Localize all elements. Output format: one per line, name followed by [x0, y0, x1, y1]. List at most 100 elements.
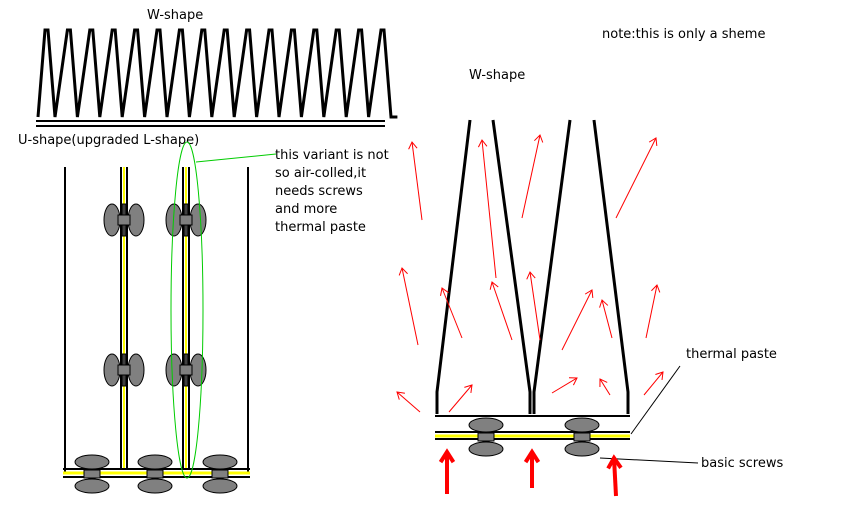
- screw: [137, 454, 173, 494]
- w-shape-top-label: W-shape: [147, 8, 203, 23]
- airflow-arrow: [489, 281, 513, 341]
- screw: [564, 417, 600, 457]
- airflow-arrow-shaft: [441, 287, 463, 339]
- screw-washer: [211, 469, 229, 479]
- airflow-arrow-head: [599, 299, 609, 308]
- variant-note-line: and more: [275, 202, 337, 217]
- airflow-arrow-head: [464, 384, 473, 393]
- w-shape-comb: [36, 28, 398, 127]
- airflow-arrow-shaft: [411, 141, 423, 221]
- screw: [202, 454, 238, 494]
- heat-input-arrow: [523, 448, 541, 488]
- airflow-arrow-head: [655, 371, 664, 380]
- w-fin-outline: [491, 119, 532, 414]
- highlight-pointer: [195, 153, 277, 163]
- screw-head: [564, 417, 600, 433]
- screw-washer: [179, 364, 193, 376]
- airflow-arrow-shaft: [481, 139, 497, 279]
- variant-note-line: needs screws: [275, 184, 363, 199]
- w-fin-outline: [532, 119, 572, 414]
- screw: [165, 353, 207, 387]
- screw-nut: [468, 441, 504, 457]
- comb-fins: [36, 28, 398, 119]
- airflow-arrow: [396, 391, 421, 413]
- airflow-arrow: [408, 141, 423, 221]
- w-shape-right-label: W-shape: [469, 68, 525, 83]
- airflow-arrow-shaft: [529, 271, 541, 341]
- u-shape-label: U-shape(upgraded L-shape): [18, 133, 199, 148]
- screw-washer: [146, 469, 164, 479]
- airflow-arrow-shaft: [601, 299, 613, 339]
- airflow-arrow-head: [599, 378, 608, 388]
- airflow-arrows: [396, 134, 664, 497]
- airflow-arrow: [643, 371, 664, 396]
- airflow-arrow: [526, 271, 541, 341]
- screw-nut: [74, 478, 110, 494]
- w-fin-outline: [592, 119, 630, 414]
- screw-head: [74, 454, 110, 470]
- airflow-arrow: [477, 139, 497, 279]
- screw-washer: [117, 364, 131, 376]
- screw-head: [137, 454, 173, 470]
- airflow-arrow-head: [489, 281, 499, 290]
- heat-input-arrow-head: [438, 448, 456, 464]
- airflow-arrow-head: [440, 287, 449, 296]
- airflow-arrow-head: [396, 391, 405, 400]
- airflow-arrow-head: [398, 267, 408, 276]
- screw: [103, 353, 145, 387]
- airflow-arrow-shaft: [561, 289, 593, 351]
- airflow-arrow: [440, 287, 463, 339]
- heat-input-arrow-head: [523, 448, 541, 464]
- airflow-arrow-head: [651, 284, 661, 293]
- airflow-arrow: [521, 134, 544, 219]
- w-shape-large: [435, 119, 699, 464]
- w-fin-outline: [435, 119, 472, 414]
- screw-head: [468, 417, 504, 433]
- screw-washer: [83, 469, 101, 479]
- airflow-arrow-head: [534, 134, 544, 143]
- airflow-arrow: [551, 377, 578, 394]
- heat-input-arrow: [606, 454, 623, 497]
- screw: [468, 417, 504, 457]
- airflow-arrow-head: [568, 377, 578, 386]
- airflow-arrow-head: [408, 141, 418, 150]
- variant-note-line: this variant is not: [275, 148, 389, 163]
- airflow-arrow: [448, 384, 473, 413]
- heat-input-arrow-shaft: [612, 457, 618, 497]
- airflow-arrow-shaft: [401, 267, 419, 346]
- variant-note: this variant is not so air-colled,it nee…: [275, 148, 389, 235]
- basic-screws-label: basic screws: [701, 456, 783, 471]
- screw-nut: [202, 478, 238, 494]
- screw-nut: [137, 478, 173, 494]
- airflow-arrow: [398, 267, 419, 346]
- variant-note-line: so air-colled,it: [275, 166, 366, 181]
- u-shape-assembly: [63, 141, 277, 494]
- airflow-arrow-shaft: [448, 384, 473, 413]
- airflow-arrow: [561, 289, 594, 351]
- airflow-arrow-head: [477, 139, 488, 148]
- airflow-arrow-shaft: [521, 134, 541, 219]
- airflow-arrow: [599, 299, 613, 339]
- screw-washer: [477, 432, 495, 442]
- heat-input-arrow-head: [606, 454, 623, 470]
- note-label: note:this is only a sheme: [602, 27, 765, 42]
- airflow-arrow: [615, 137, 658, 219]
- airflow-arrow: [599, 378, 611, 396]
- variant-note-line: thermal paste: [275, 220, 366, 235]
- screw-washer: [573, 432, 591, 442]
- highlight-ellipse: [170, 141, 204, 479]
- airflow-arrow-shaft: [615, 137, 657, 219]
- screw: [74, 454, 110, 494]
- airflow-arrow-head: [584, 289, 594, 299]
- airflow-arrow-shaft: [551, 377, 578, 394]
- screw: [165, 203, 207, 237]
- airflow-arrow-head: [526, 271, 536, 280]
- airflow-arrow-shaft: [645, 284, 658, 339]
- screw: [103, 203, 145, 237]
- thermal-paste-pointer: [630, 365, 681, 435]
- airflow-arrow-shaft: [396, 391, 421, 413]
- airflow-arrow-shaft: [599, 378, 611, 396]
- airflow-arrow-shaft: [643, 371, 664, 396]
- thermal-paste-label: thermal paste: [686, 347, 777, 362]
